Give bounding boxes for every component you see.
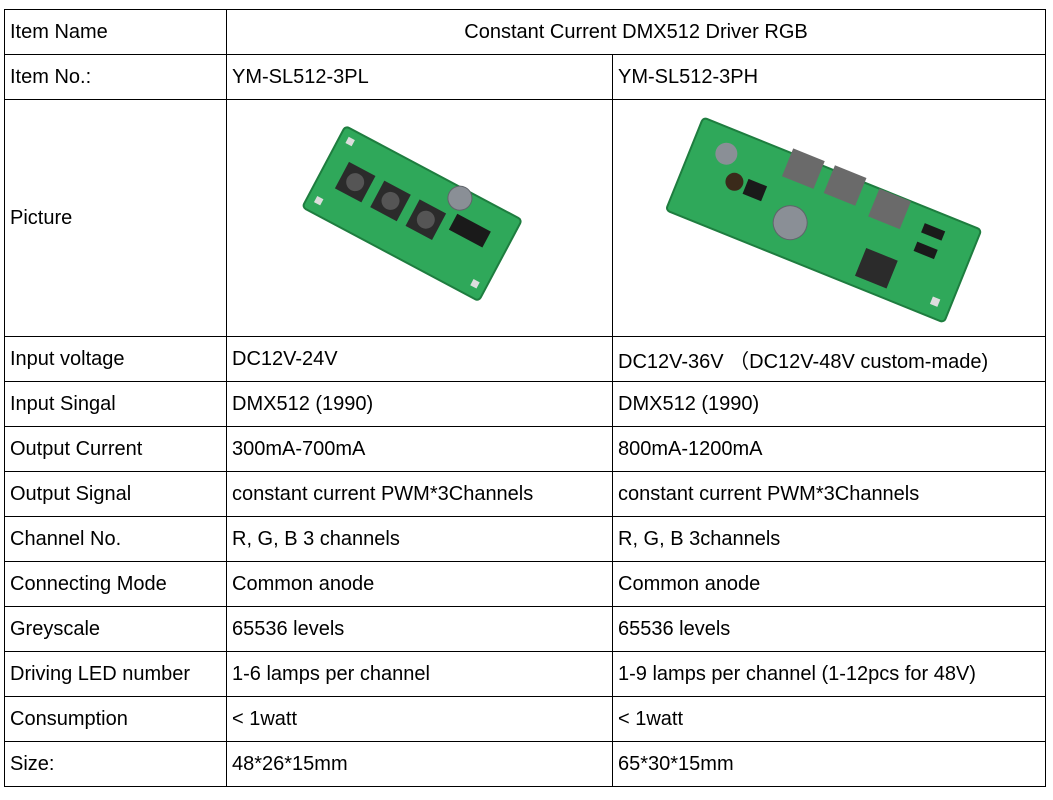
- value-b: 1-9 lamps per channel (1-12pcs for 48V): [611, 651, 1047, 697]
- value-b: Common anode: [611, 561, 1047, 607]
- pcb-board-small-image: [302, 126, 522, 301]
- value-b: constant current PWM*3Channels: [611, 471, 1047, 517]
- spec-table: Item Name Constant Current DMX512 Driver…: [4, 9, 1047, 787]
- value-a: 300mA-700mA: [226, 426, 613, 472]
- header-row: Item Name Constant Current DMX512 Driver…: [4, 9, 1047, 55]
- value-a: constant current PWM*3Channels: [226, 471, 613, 517]
- model-b: YM-SL512-3PH: [611, 54, 1047, 100]
- value-b: DMX512 (1990): [611, 381, 1047, 427]
- row-label: Consumption: [4, 696, 227, 742]
- table-row: Output Signal constant current PWM*3Chan…: [4, 471, 1047, 517]
- item-no-row: Item No.: YM-SL512-3PL YM-SL512-3PH: [4, 54, 1047, 100]
- row-label: Output Current: [4, 426, 227, 472]
- header-label: Item Name: [4, 9, 227, 55]
- row-label: Greyscale: [4, 606, 227, 652]
- table-title: Constant Current DMX512 Driver RGB: [225, 9, 1047, 55]
- value-b: R, G, B 3channels: [611, 516, 1047, 562]
- table-row: Driving LED number 1-6 lamps per channel…: [4, 651, 1047, 697]
- value-a: DMX512 (1990): [226, 381, 613, 427]
- model-a: YM-SL512-3PL: [226, 54, 613, 100]
- table-row: Input voltage DC12V-24V DC12V-36V （DC12V…: [4, 336, 1047, 382]
- row-label: Input Singal: [4, 381, 227, 427]
- value-a: Common anode: [226, 561, 613, 607]
- value-a: 65536 levels: [226, 606, 613, 652]
- row-label: Input voltage: [4, 336, 227, 382]
- value-b: 65536 levels: [611, 606, 1047, 652]
- pcb-photo-a: [226, 99, 613, 337]
- item-no-label: Item No.:: [4, 54, 227, 100]
- table-row: Output Current 300mA-700mA 800mA-1200mA: [4, 426, 1047, 472]
- value-a: DC12V-24V: [226, 336, 613, 382]
- table-row: Greyscale 65536 levels 65536 levels: [4, 606, 1047, 652]
- row-label: Size:: [4, 741, 227, 787]
- row-label: Output Signal: [4, 471, 227, 517]
- table-row: Channel No. R, G, B 3 channels R, G, B 3…: [4, 516, 1047, 562]
- pcb-photo-b: [611, 99, 1047, 337]
- value-a: < 1watt: [226, 696, 613, 742]
- table-row: Connecting Mode Common anode Common anod…: [4, 561, 1047, 607]
- value-b: < 1watt: [611, 696, 1047, 742]
- pcb-board-large-image: [666, 117, 982, 323]
- value-b: 65*30*15mm: [611, 741, 1047, 787]
- value-b: DC12V-36V （DC12V-48V custom-made): [611, 336, 1047, 382]
- picture-row: Picture: [4, 99, 1047, 337]
- row-label: Connecting Mode: [4, 561, 227, 607]
- row-label: Channel No.: [4, 516, 227, 562]
- table-row: Input Singal DMX512 (1990) DMX512 (1990): [4, 381, 1047, 427]
- row-label: Driving LED number: [4, 651, 227, 697]
- value-a: 1-6 lamps per channel: [226, 651, 613, 697]
- value-b: 800mA-1200mA: [611, 426, 1047, 472]
- picture-label: Picture: [4, 99, 227, 337]
- table-row: Size: 48*26*15mm 65*30*15mm: [4, 741, 1047, 787]
- value-a: R, G, B 3 channels: [226, 516, 613, 562]
- value-a: 48*26*15mm: [226, 741, 613, 787]
- table-row: Consumption < 1watt < 1watt: [4, 696, 1047, 742]
